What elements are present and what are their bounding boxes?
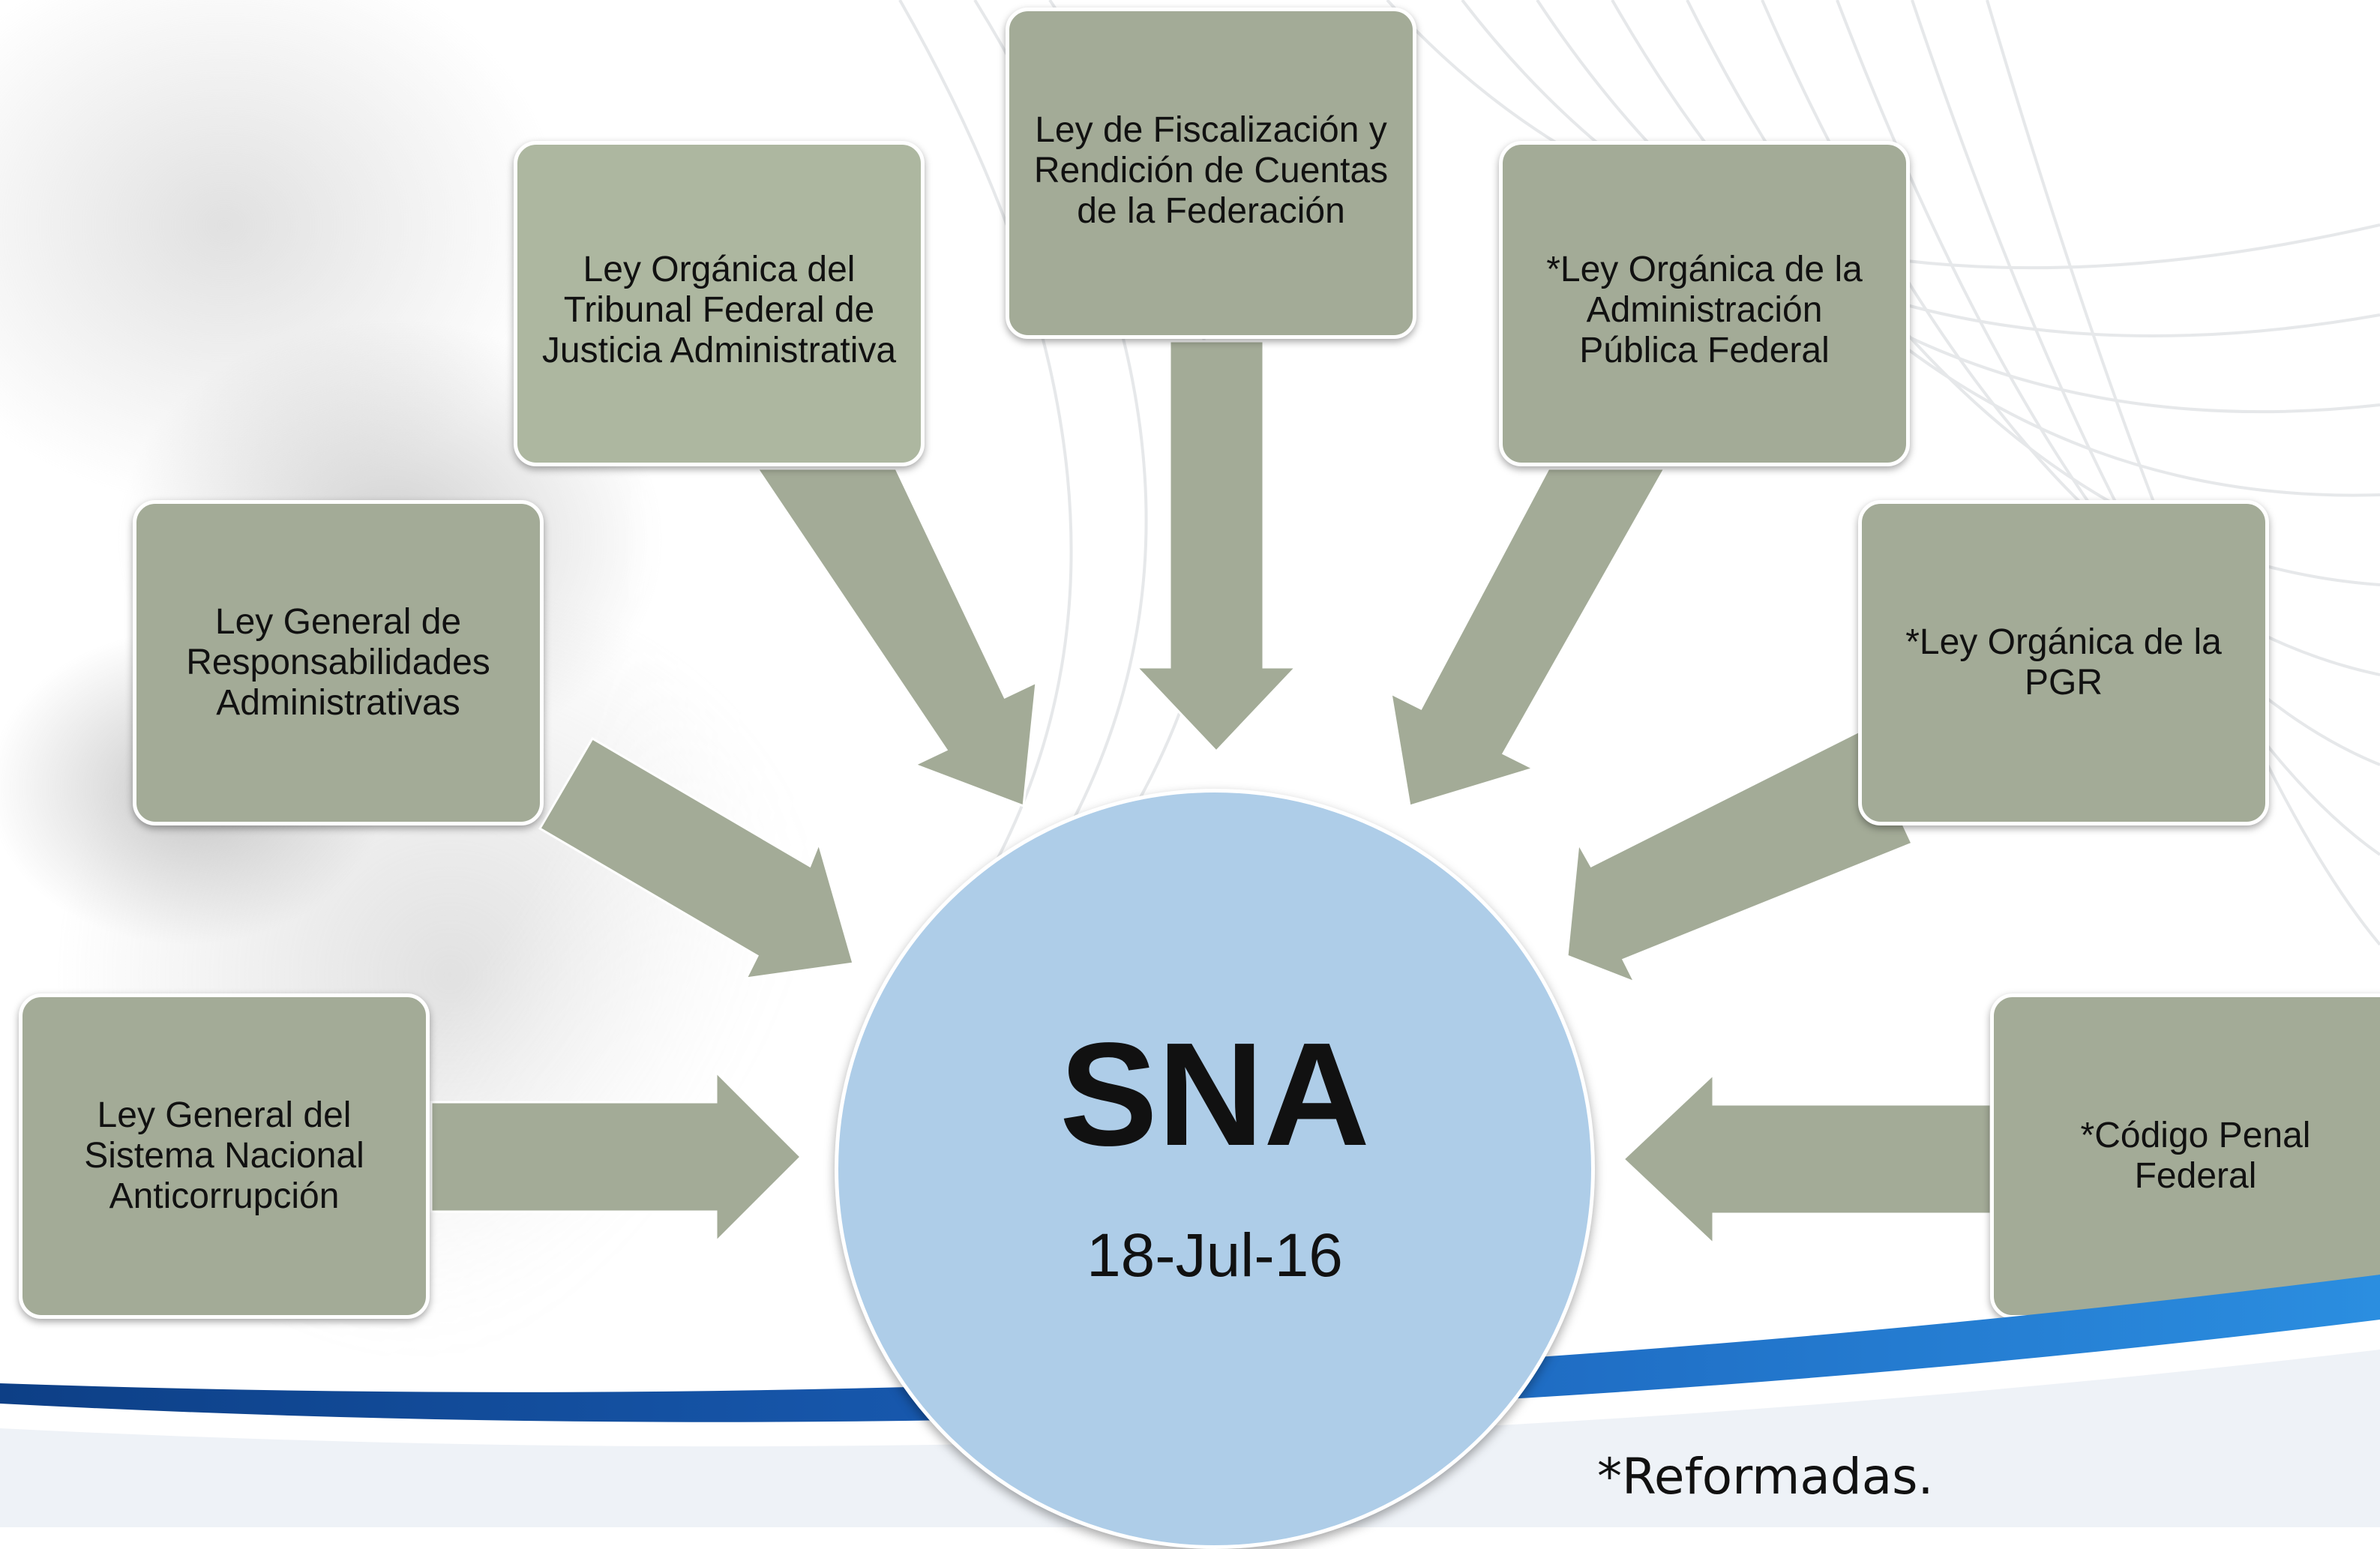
box-ley-general-sna: Ley General del Sistema Nacional Anticor…: [19, 993, 430, 1319]
box-ley-fiscalizacion: Ley de Fiscalización y Rendición de Cuen…: [1006, 7, 1416, 339]
box-label: Ley General del Sistema Nacional Anticor…: [84, 1095, 364, 1216]
box-label: Ley Orgánica del Tribunal Federal de Jus…: [541, 250, 897, 370]
arrow-ley-responsabilidades: [538, 736, 855, 980]
arrow-codigo-penal: [1621, 1071, 1992, 1247]
box-label: *Ley Orgánica de la Administración Públi…: [1546, 250, 1863, 370]
sna-date: 18-Jul-16: [1087, 1221, 1343, 1290]
box-ley-pgr: *Ley Orgánica de la PGR: [1858, 500, 2269, 825]
sna-title: SNA: [1060, 1012, 1370, 1176]
arrow-ley-pgr: [1566, 729, 1914, 984]
box-ley-administracion: *Ley Orgánica de la Administración Públi…: [1499, 141, 1910, 466]
box-label: Ley de Fiscalización y Rendición de Cuen…: [1033, 110, 1389, 231]
arrow-ley-fiscalizacion: [1134, 340, 1299, 754]
arrow-ley-administracion: [1389, 467, 1667, 807]
box-label: Ley General de Responsabilidades Adminis…: [186, 602, 490, 723]
box-label: *Código Penal Federal: [2080, 1116, 2311, 1196]
arrow-ley-tribunal: [755, 467, 1038, 808]
box-codigo-penal: *Código Penal Federal: [1990, 993, 2380, 1319]
box-ley-tribunal: Ley Orgánica del Tribunal Federal de Jus…: [514, 141, 925, 466]
box-ley-responsabilidades: Ley General de Responsabilidades Adminis…: [133, 500, 544, 825]
arrow-ley-general-sna: [430, 1069, 803, 1245]
footnote: *Reformadas.: [1597, 1448, 1934, 1506]
box-label: *Ley Orgánica de la PGR: [1905, 622, 2222, 703]
